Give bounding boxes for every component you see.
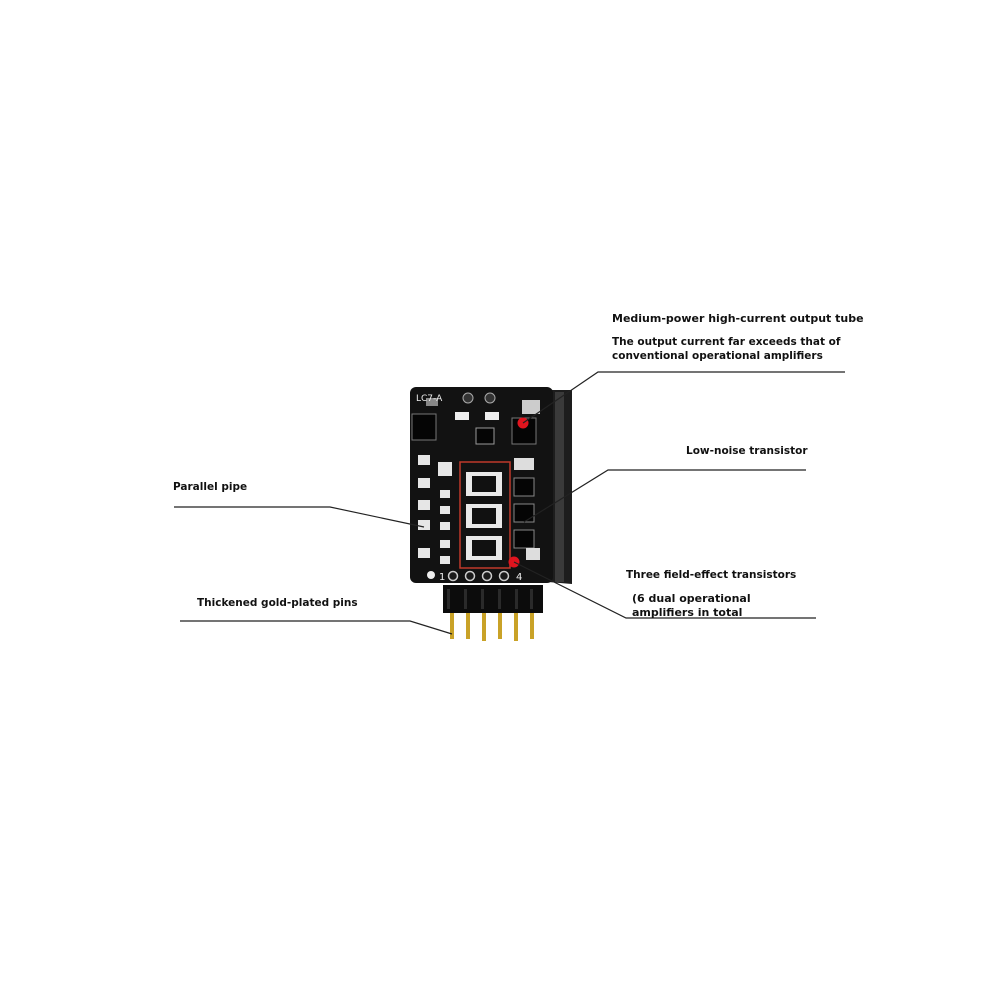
- top-right-component: [522, 400, 540, 414]
- pin-pads: [447, 570, 510, 582]
- pin-header-plastic: [443, 585, 543, 613]
- gold-pins: [450, 613, 534, 641]
- output-tube-title: Medium-power high-current output tube: [612, 312, 864, 325]
- fet-title-label: Three field-effect transistors: [626, 569, 797, 581]
- top-resistor: [455, 412, 469, 420]
- output-tube-desc-line2: conventional operational amplifiers: [612, 350, 823, 362]
- right-component-column: [513, 458, 540, 560]
- leader-fet: [513, 561, 816, 619]
- leader-gold-pins: [180, 620, 453, 635]
- fet-desc-line2: amplifiers in total: [632, 606, 743, 619]
- pin1-marker-dot: [427, 571, 435, 579]
- leader-lines: [174, 371, 845, 635]
- pin-header-ridges: [447, 589, 533, 609]
- board-model-label: LC7-A: [416, 394, 443, 404]
- output-tube-desc-line1: The output current far exceeds that of: [612, 336, 841, 348]
- pin-label-4: 4: [516, 572, 522, 583]
- leader-low-noise: [523, 469, 806, 523]
- parallel-pipe-label: Parallel pipe: [173, 481, 248, 493]
- left-component-column: [418, 455, 452, 564]
- gold-pins-label: Thickened gold-plated pins: [197, 597, 358, 609]
- leader-output-tube: [522, 371, 845, 424]
- top-ic: [475, 427, 495, 445]
- low-noise-label: Low-noise transistor: [686, 445, 808, 457]
- board-side-stripe: [555, 392, 564, 582]
- fet-desc-line1: (6 dual operational: [632, 592, 751, 605]
- fet-desc: (6 dual operational amplifiers in total: [632, 592, 751, 620]
- top-cap-1: [462, 392, 474, 404]
- top-small-component: [426, 398, 438, 406]
- output-tube-desc: The output current far exceeds that of c…: [612, 335, 840, 363]
- fet-highlight-box: [459, 461, 511, 569]
- pin-label-1: 1: [439, 572, 445, 583]
- top-resistor-2: [485, 412, 499, 420]
- top-cap-2: [484, 392, 496, 404]
- fet-packages: [466, 472, 502, 560]
- top-left-transistor: [411, 413, 437, 441]
- leader-parallel: [174, 506, 425, 528]
